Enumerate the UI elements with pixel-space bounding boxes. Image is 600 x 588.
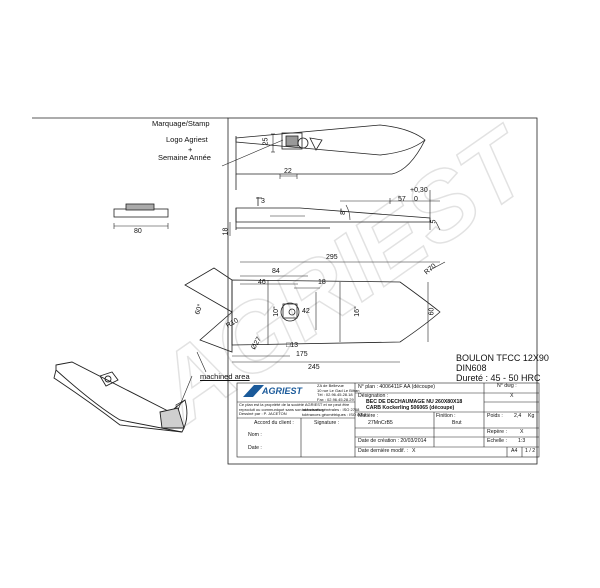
- designation-line-1: BEC DE DECHAUMAGE NU 260X80X18: [366, 399, 463, 405]
- company-line: Fax : 02.96.45.28.29: [317, 396, 354, 402]
- company-line: Tél : 02.96.45.28.18: [317, 392, 353, 398]
- dim-side-tol: +0,30: [410, 187, 428, 194]
- stamp-title: Marquage/Stamp: [152, 119, 210, 128]
- dim-plan-46: 46: [258, 279, 266, 286]
- dim-top-22: 22: [284, 168, 292, 175]
- tolerance-line: tolérances géométriques : ISO 8015: [302, 411, 367, 417]
- title-block-grid: [236, 382, 540, 458]
- dim-side-3: 3: [261, 198, 265, 205]
- plan-view: [184, 261, 446, 373]
- dim-end-80: 80: [134, 228, 142, 235]
- dim-side-5: 5: [430, 219, 438, 224]
- dim-top-25: 25: [262, 137, 270, 146]
- dim-end-18: 18: [222, 227, 230, 236]
- dim-plan-295: 295: [326, 254, 338, 261]
- drawing-number: X: [510, 393, 514, 399]
- dim-plan-10deg: 10°: [272, 306, 280, 317]
- dim-plan-60: 60: [428, 307, 436, 316]
- scale-value: 1:3: [518, 438, 526, 444]
- last-modified-value: X: [412, 448, 416, 454]
- spec-bolt: BOULON TFCC 12X90: [456, 353, 549, 363]
- marker-value: X: [520, 429, 524, 435]
- marker-label: Repère :: [487, 429, 507, 435]
- material-value: 27MnCrB5: [368, 420, 393, 426]
- scale-label: Echelle :: [487, 438, 507, 444]
- side-view: [235, 190, 441, 231]
- stamp-logo-label: Logo Agriest: [166, 135, 208, 144]
- dim-side-0: 0: [414, 196, 418, 203]
- finish-label: Finition :: [436, 413, 456, 419]
- dim-plan-sq13: □13: [286, 342, 299, 349]
- dim-side-57: 57: [398, 196, 406, 203]
- name-label: Nom :: [248, 432, 262, 438]
- page-number: 1 / 2: [525, 448, 536, 454]
- weight-label: Poids :: [487, 413, 503, 419]
- isometric-view: [53, 361, 188, 433]
- top-view: [235, 124, 426, 190]
- material-label: Matière :: [358, 413, 379, 419]
- copyright-line: reproduit ou communiqué sans son autoris…: [239, 406, 325, 412]
- dim-side-8: 8°: [339, 208, 347, 215]
- end-view: [113, 203, 169, 229]
- designer: Dessiné par : P. JACETON: [239, 411, 287, 416]
- logo-mark: [243, 385, 264, 397]
- drawing-number-label: N° dwg :: [497, 383, 517, 389]
- tolerance-line: tolérances générales : ISO 2768: [302, 407, 360, 412]
- copyright-line: Ce plan est la propriété de la société A…: [239, 402, 350, 407]
- designation-line-2: CARB Kockerling 506065 (découpe): [366, 405, 455, 411]
- paper-format: A4: [511, 448, 518, 454]
- dim-plan-245: 245: [308, 364, 320, 371]
- last-modified-label: Date dernière modif. :: [358, 448, 408, 454]
- sheet-border: [227, 117, 538, 465]
- plan-number: N° plan : 4006411F AA (découpe): [358, 384, 435, 390]
- designation-label: Désignation :: [358, 393, 389, 399]
- weight-unit: Kg: [528, 413, 535, 419]
- signature-label: Signature :: [314, 420, 340, 426]
- client-agreement-label: Accord du client :: [254, 420, 294, 426]
- title-logo-text: AGRIEST: [262, 386, 303, 396]
- tolerances: tolérances générales : ISO 2768 toléranc…: [302, 407, 367, 417]
- machined-leader: [177, 375, 193, 411]
- dim-plan-18: 18: [318, 279, 326, 286]
- dim-plan-175: 175: [296, 351, 308, 358]
- finish-value: Brut: [452, 420, 462, 426]
- spec-din: DIN608: [456, 363, 487, 373]
- dim-plan-42: 42: [302, 308, 310, 315]
- weight-value: 2,4: [514, 413, 522, 419]
- dim-plan-16deg: 16°: [353, 306, 361, 317]
- creation-date: Date de création : 20/03/2014: [358, 438, 427, 444]
- company-info: ZA de Bellevue 10 rue Le Gad Le Bihan Té…: [317, 383, 360, 402]
- copyright-notice: Ce plan est la propriété de la société A…: [239, 402, 350, 412]
- machined-area-label: machined area: [200, 372, 250, 381]
- date-label: Date :: [248, 445, 262, 451]
- dim-plan-84: 84: [272, 268, 280, 275]
- company-line: ZA de Bellevue: [317, 383, 344, 388]
- stamp-plus: +: [188, 145, 193, 154]
- stamp-week-label: Semaine Année: [158, 153, 211, 162]
- spec-hardness: Dureté : 45 - 50 HRC: [456, 373, 541, 383]
- stamp-leader: [221, 139, 284, 167]
- company-line: 10 rue Le Gad Le Bihan: [317, 387, 360, 393]
